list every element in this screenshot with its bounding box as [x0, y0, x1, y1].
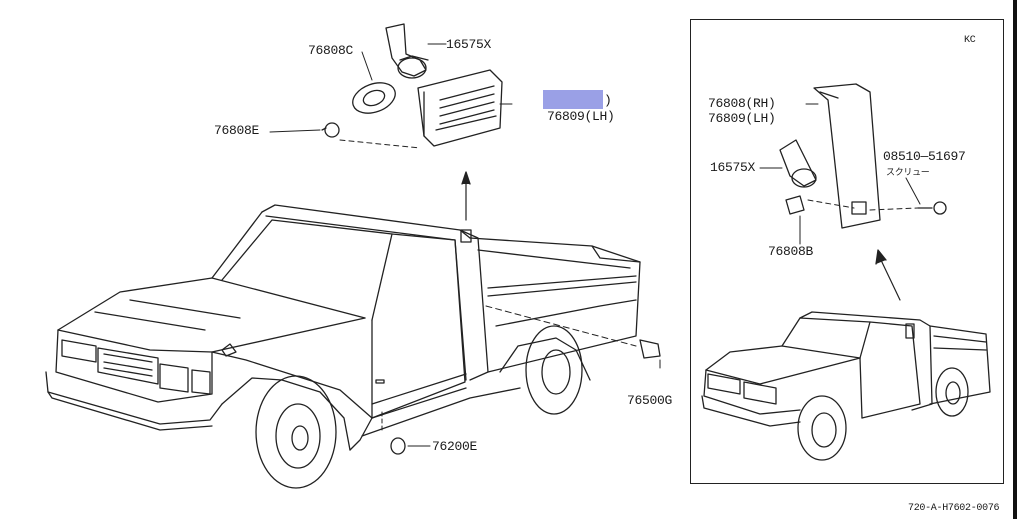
screw-japanese-label: スクリュー: [886, 168, 930, 178]
part-sketch-76808-vent: [417, 69, 503, 147]
drawing-number: 720-A-H7602-0076: [908, 503, 1000, 514]
part-label-16575x-top[interactable]: 16575X: [446, 37, 492, 52]
part-label-76200e[interactable]: 76200E: [432, 439, 478, 454]
part-label-76808e[interactable]: 76808E: [214, 123, 260, 138]
part-label-76809lh-inset[interactable]: 76809(LH): [708, 111, 776, 126]
part-label-08510-51697[interactable]: 08510—51697: [883, 149, 966, 164]
part-label-76809lh-main[interactable]: 76809(LH): [547, 109, 615, 124]
inset-code-label: KC: [964, 35, 976, 46]
part-label-76500g[interactable]: 76500G: [627, 393, 673, 408]
highlight-box: [543, 90, 603, 109]
part-label-76808c[interactable]: 76808C: [308, 43, 354, 58]
part-sketch-76808c: [352, 82, 396, 114]
scan-edge: [1013, 0, 1017, 519]
main-truck-drawing: [45, 204, 641, 489]
part-sketch-clip-76808e: [321, 122, 340, 138]
part-label-76808rh-inset[interactable]: 76808(RH): [708, 96, 776, 111]
inset-drawing: [701, 83, 991, 461]
part-label-76808b[interactable]: 76808B: [768, 244, 814, 259]
part-label-16575x-inset[interactable]: 16575X: [710, 160, 756, 175]
part-sketch-16575x-top: [385, 23, 429, 79]
inset-frame: [690, 19, 1004, 484]
part-label-76808rh-hidden[interactable]: ): [604, 93, 612, 108]
